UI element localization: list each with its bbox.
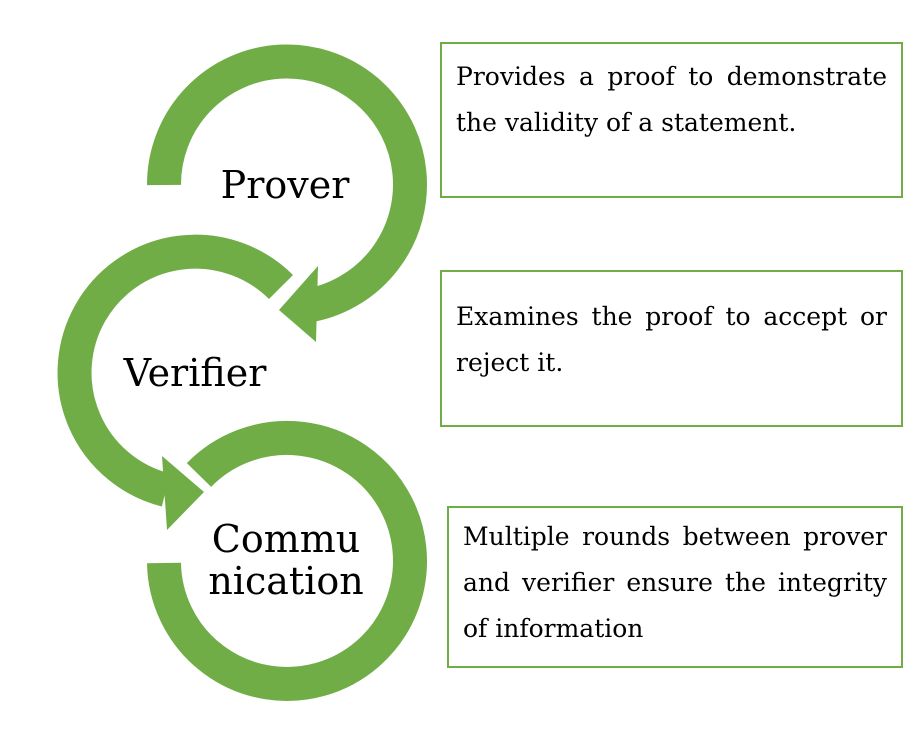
verifier-arc [57, 234, 293, 507]
prover-description: Provides a proof to demonstrate the vali… [440, 42, 903, 198]
verifier-arrowhead [162, 456, 204, 530]
verifier-description: Examines the proof to accept or reject i… [440, 270, 903, 427]
prover-label: Prover [220, 163, 350, 207]
communication-label: Commu nication [208, 517, 364, 603]
verifier-label: Verifier [123, 351, 267, 395]
prover-arc [146, 44, 427, 323]
prover-arrowhead [279, 266, 318, 342]
communication-description: Multiple rounds between prover and verif… [447, 506, 903, 668]
communication-arc [147, 420, 427, 701]
